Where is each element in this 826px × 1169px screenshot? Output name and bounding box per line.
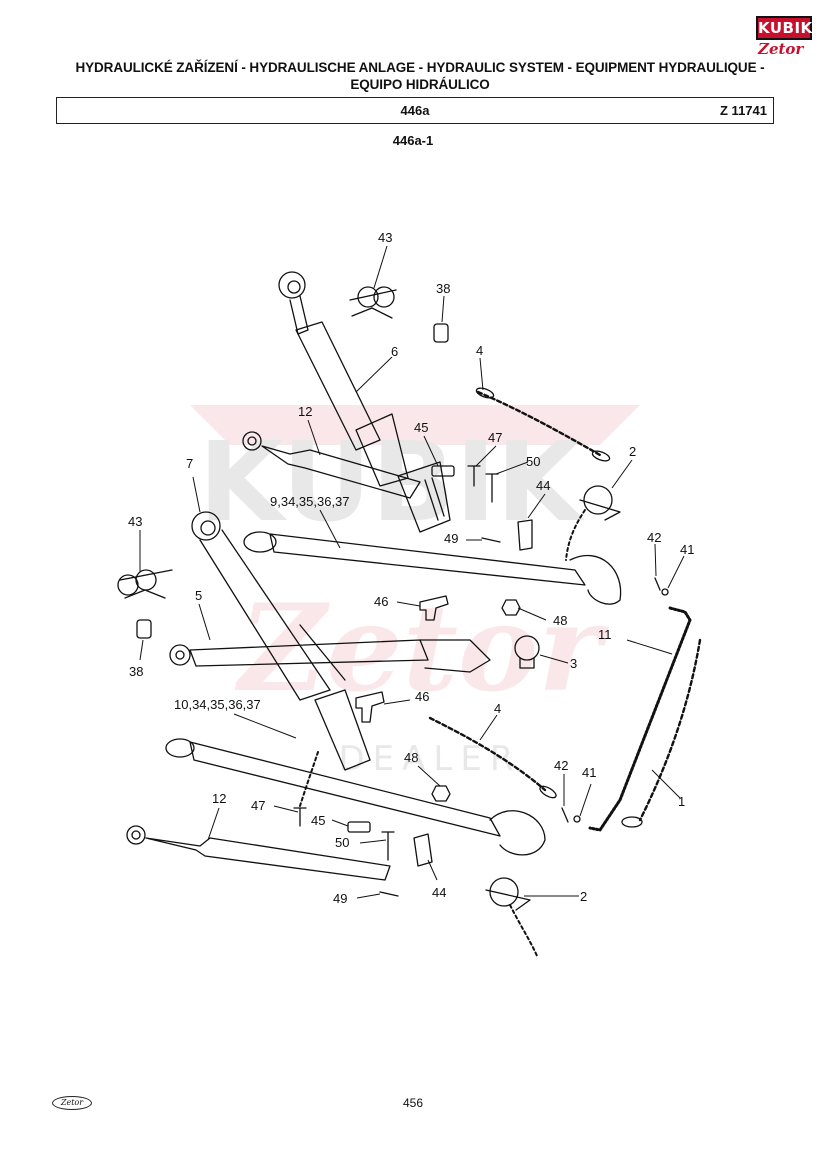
ball-3 bbox=[514, 635, 540, 669]
bolt-47-lower bbox=[293, 807, 307, 827]
pin-42-lower bbox=[561, 807, 569, 823]
bushing-38-upper bbox=[433, 323, 449, 343]
callout-7: 7 bbox=[186, 456, 193, 471]
callout-12-lower: 12 bbox=[212, 791, 226, 806]
leader-lines bbox=[139, 245, 685, 899]
page-title: HYDRAULICKÉ ZAŘÍZENÍ - HYDRAULISCHE ANLA… bbox=[40, 59, 800, 93]
callout-4-lower: 4 bbox=[494, 701, 501, 716]
pin-42-upper bbox=[654, 577, 661, 591]
lower-link-10 bbox=[165, 738, 546, 856]
callout-47-upper: 47 bbox=[488, 430, 502, 445]
nut-48-upper bbox=[501, 599, 521, 616]
callout-45-upper: 45 bbox=[414, 420, 428, 435]
kubik-logo: KUBIK bbox=[756, 16, 812, 40]
watermark-dealer-text: DEALER bbox=[339, 739, 522, 779]
callout-4-upper: 4 bbox=[476, 343, 483, 358]
pin-44-upper bbox=[517, 519, 533, 551]
chain-47-lower bbox=[299, 751, 319, 807]
spring-11 bbox=[588, 606, 692, 832]
pin-45-upper bbox=[431, 465, 455, 477]
clip-43-upper bbox=[349, 286, 397, 319]
callout-43-lower: 43 bbox=[128, 514, 142, 529]
nut-48-lower bbox=[431, 785, 451, 802]
callout-12-upper: 12 bbox=[298, 404, 312, 419]
callout-46-lower: 46 bbox=[415, 689, 429, 704]
cap-2-lower bbox=[485, 877, 539, 959]
zetor-footer-logo: Zetor bbox=[52, 1096, 92, 1110]
callout-50-upper: 50 bbox=[526, 454, 540, 469]
figure-subtitle: 446a-1 bbox=[392, 133, 434, 148]
section-code-box: 446a Z 11741 bbox=[56, 97, 774, 124]
check-chain-12-upper bbox=[242, 431, 421, 499]
callout-38-upper: 38 bbox=[436, 281, 450, 296]
callout-41-lower: 41 bbox=[582, 765, 596, 780]
bolt-47-upper bbox=[467, 465, 481, 487]
callout-50-lower: 50 bbox=[335, 835, 349, 850]
washer-41-lower bbox=[573, 815, 581, 823]
pin-46-lower bbox=[355, 691, 385, 723]
callout-43-upper: 43 bbox=[378, 230, 392, 245]
callout-2-lower: 2 bbox=[580, 889, 587, 904]
callout-labels: 43 38 6 4 12 45 47 50 2 9,34,35,36,37 44… bbox=[128, 230, 694, 906]
bolt-50-lower bbox=[381, 831, 395, 861]
top-link-7 bbox=[191, 511, 371, 771]
callout-5: 5 bbox=[195, 588, 202, 603]
pin-46-upper bbox=[419, 595, 449, 621]
callout-46-upper: 46 bbox=[374, 594, 388, 609]
callout-48-lower: 48 bbox=[404, 750, 418, 765]
title-line-2: EQUIPO HIDRÁULICO bbox=[350, 77, 490, 92]
page-number: 456 bbox=[402, 1096, 424, 1110]
chain-1 bbox=[638, 638, 702, 822]
clip-49-upper bbox=[481, 537, 501, 543]
clip-43-lower bbox=[117, 569, 173, 599]
section-code: 446a bbox=[400, 103, 430, 118]
callout-9-group: 9,34,35,36,37 bbox=[270, 494, 350, 509]
callout-45-lower: 45 bbox=[311, 813, 325, 828]
zetor-logo: Zetor bbox=[758, 40, 804, 58]
pin-45-lower bbox=[347, 821, 371, 833]
bushing-38-lower bbox=[136, 619, 152, 639]
lower-link-9 bbox=[243, 531, 622, 605]
kubik-zetor-logo: KUBIK Zetor bbox=[756, 16, 814, 66]
chain-4-lower bbox=[428, 716, 547, 792]
callout-49-lower: 49 bbox=[333, 891, 347, 906]
callout-41-upper: 41 bbox=[680, 542, 694, 557]
callout-3: 3 bbox=[570, 656, 577, 671]
clip-49-lower bbox=[379, 891, 399, 897]
callout-44-upper: 44 bbox=[536, 478, 550, 493]
pin-44-lower bbox=[413, 833, 433, 867]
callout-47-lower: 47 bbox=[251, 798, 265, 813]
washer-41-upper bbox=[661, 588, 669, 596]
check-chain-12-lower bbox=[126, 825, 391, 881]
callout-44-lower: 44 bbox=[432, 885, 446, 900]
callout-48-upper: 48 bbox=[553, 613, 567, 628]
callout-38-lower: 38 bbox=[129, 664, 143, 679]
cap-2-upper bbox=[565, 485, 621, 561]
callout-42-lower: 42 bbox=[554, 758, 568, 773]
callout-6: 6 bbox=[391, 344, 398, 359]
callout-42-upper: 42 bbox=[647, 530, 661, 545]
callout-49-upper: 49 bbox=[444, 531, 458, 546]
callout-11: 11 bbox=[598, 627, 612, 642]
drawing-reference: Z 11741 bbox=[720, 103, 767, 118]
callout-10-group: 10,34,35,36,37 bbox=[174, 697, 261, 712]
callout-1: 1 bbox=[678, 794, 685, 809]
stabilizer-5 bbox=[169, 624, 491, 681]
chain-4-upper bbox=[476, 390, 602, 457]
callout-2-upper: 2 bbox=[629, 444, 636, 459]
title-line-1: HYDRAULICKÉ ZAŘÍZENÍ - HYDRAULISCHE ANLA… bbox=[75, 60, 765, 75]
